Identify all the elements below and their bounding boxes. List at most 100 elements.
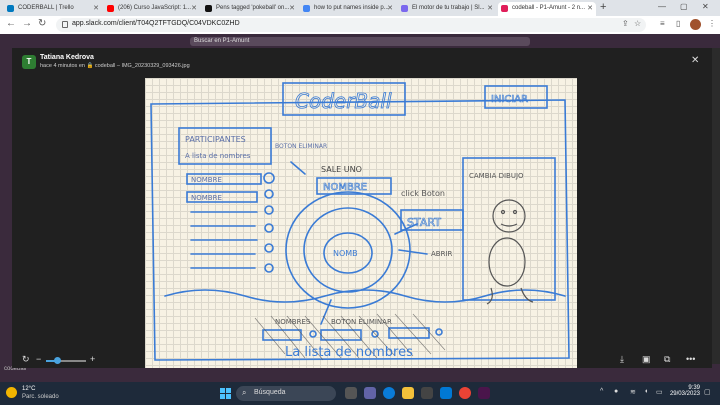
- close-icon[interactable]: ✕: [487, 5, 493, 12]
- open-in-channel-icon[interactable]: ▣: [642, 354, 651, 364]
- slack-workspace-name[interactable]: codeball: [4, 366, 27, 372]
- google-icon: [303, 5, 310, 12]
- close-icon[interactable]: ✕: [93, 5, 99, 12]
- forward-icon[interactable]: →: [22, 18, 32, 29]
- tab-slack[interactable]: codeball - P1-Amunt - 2 n... ✕: [498, 2, 596, 16]
- tab-trello[interactable]: CODERBALL | Trello ✕: [4, 2, 102, 16]
- tab-codepen[interactable]: Pens tagged 'pokeball' on... ✕: [202, 2, 298, 16]
- star-icon[interactable]: ☆: [634, 19, 642, 28]
- file-meta: hace 4 minutos en 🔒 codeball – IMG_20230…: [40, 63, 190, 69]
- file-explorer-icon[interactable]: [402, 387, 414, 399]
- row-lines: [190, 211, 258, 269]
- delete-circle-5: [264, 243, 274, 253]
- zoom-in-icon[interactable]: +: [90, 354, 96, 364]
- minimize-icon[interactable]: —: [658, 2, 666, 11]
- sketch-winner-label: SALE UNO: [321, 165, 362, 174]
- zoom-slider-fill: [46, 360, 57, 362]
- close-icon[interactable]: ✕: [289, 5, 295, 12]
- viewer-header: T Tatiana Kedrova hace 4 minutos en 🔒 co…: [12, 48, 712, 74]
- reload-icon[interactable]: ↻: [38, 18, 47, 29]
- url-input[interactable]: app.slack.com/client/T04Q2TFTGDQ/C04VDKC…: [56, 18, 646, 32]
- close-window-icon[interactable]: ✕: [702, 2, 709, 11]
- slack-taskbar-icon[interactable]: [478, 387, 490, 399]
- teams-icon[interactable]: [364, 387, 376, 399]
- delete-circle-3: [264, 205, 274, 215]
- notification-icon[interactable]: ▢: [704, 389, 711, 396]
- sketch-click-label: click Boton: [401, 189, 445, 198]
- sketch-row-1: NOMBRE: [191, 176, 222, 184]
- slack-icon: [501, 5, 508, 12]
- outer-circle: [285, 191, 411, 309]
- bottom-circle-1: [309, 330, 317, 338]
- slack-footer: codeball: [0, 364, 720, 382]
- author-avatar[interactable]: T: [22, 55, 36, 69]
- bottom-box-3: [388, 327, 430, 339]
- close-icon[interactable]: ✕: [387, 5, 393, 12]
- clock-time: 9:39: [688, 385, 700, 391]
- snowman-drawing: [486, 199, 534, 305]
- codepen-icon: [205, 5, 212, 12]
- rotate-icon[interactable]: ↻: [22, 354, 30, 364]
- maximize-icon[interactable]: ▢: [680, 2, 688, 11]
- tab-label: (206) Curso JavaScript: 1...: [118, 5, 192, 11]
- slack-sidebar: [0, 48, 12, 382]
- wifi-icon[interactable]: ≋: [630, 389, 636, 396]
- tray-chevron-icon[interactable]: ^: [600, 388, 604, 395]
- windows-start-icon[interactable]: [220, 388, 231, 399]
- slack-search-input[interactable]: Buscar en P1-Amunt: [190, 37, 530, 46]
- store-icon[interactable]: [421, 387, 433, 399]
- taskbar-clock[interactable]: 9:39 29/03/2023: [666, 385, 700, 397]
- arrow-lines: [290, 161, 428, 325]
- close-icon[interactable]: ✕: [587, 5, 593, 12]
- tab-label: codeball - P1-Amunt - 2 n...: [512, 5, 586, 11]
- chrome-icon[interactable]: [459, 387, 471, 399]
- mic-icon[interactable]: ●: [614, 388, 619, 395]
- share-file-icon[interactable]: ⧉: [664, 354, 671, 364]
- more-actions-icon[interactable]: •••: [686, 354, 696, 364]
- back-icon[interactable]: ←: [6, 18, 16, 29]
- tab-clickup[interactable]: El motor de tu trabajo | Sl... ✕: [398, 2, 496, 16]
- edge-icon[interactable]: [383, 387, 395, 399]
- sketch-center-name: NOMB: [333, 249, 358, 258]
- sketch-start-label: INICIAR: [491, 94, 528, 105]
- sidebar-icon[interactable]: ▯: [676, 19, 681, 28]
- name-box: [316, 177, 392, 195]
- tab-youtube[interactable]: (206) Curso JavaScript: 1... ✕: [104, 2, 200, 16]
- taskbar-search[interactable]: ⌕ Búsqueda: [236, 386, 336, 401]
- outer-frame: [150, 99, 570, 361]
- zoom-out-icon[interactable]: −: [36, 354, 42, 364]
- sketch-list-label: A lista de nombres: [185, 152, 251, 160]
- sketch-title: CoderBall: [295, 89, 392, 113]
- menu-dots-icon[interactable]: ⋮: [708, 19, 716, 28]
- close-icon[interactable]: ✕: [191, 5, 197, 12]
- zoom-slider-handle[interactable]: [54, 357, 61, 364]
- profile-avatar[interactable]: [690, 19, 701, 30]
- tab-google[interactable]: how to put names inside p... ✕: [300, 2, 396, 16]
- windows-taskbar: 12°C Parc. soleado ⌕ Búsqueda ^ ● ≋ ◖ ▭ …: [0, 382, 720, 405]
- tab-label: how to put names inside p...: [314, 5, 389, 11]
- author-name[interactable]: Tatiana Kedrova: [40, 54, 94, 61]
- mail-icon[interactable]: [440, 387, 452, 399]
- taskbar-search-label: Búsqueda: [254, 389, 286, 396]
- battery-icon[interactable]: ▭: [656, 389, 663, 396]
- weather-sun-icon[interactable]: [6, 387, 17, 398]
- share-icon[interactable]: ⇪: [622, 19, 629, 28]
- weather-temp[interactable]: 12°C: [22, 386, 36, 392]
- close-viewer-button[interactable]: ✕: [691, 55, 700, 66]
- task-view-icon[interactable]: [345, 387, 357, 399]
- weather-condition: Parc. soleado: [22, 394, 59, 400]
- sketch-row-2: NOMBRE: [191, 194, 222, 202]
- bottom-box-2: [320, 329, 362, 341]
- download-icon[interactable]: ⤓: [620, 354, 624, 364]
- lock-icon: [62, 21, 68, 28]
- zoom-slider[interactable]: [46, 360, 86, 362]
- browser-tab-bar: CODERBALL | Trello ✕ (206) Curso JavaScr…: [0, 0, 720, 16]
- new-tab-button[interactable]: +: [600, 1, 607, 13]
- delete-circle-6: [264, 263, 274, 273]
- tab-search-icon[interactable]: ≡: [660, 19, 665, 28]
- url-text: app.slack.com/client/T04Q2TFTGDQ/C04VDKC…: [72, 20, 240, 27]
- bottom-hatching: [254, 313, 446, 361]
- volume-icon[interactable]: ◖: [644, 388, 649, 395]
- bottom-box-1: [262, 329, 302, 341]
- bottom-circle-3: [435, 328, 443, 336]
